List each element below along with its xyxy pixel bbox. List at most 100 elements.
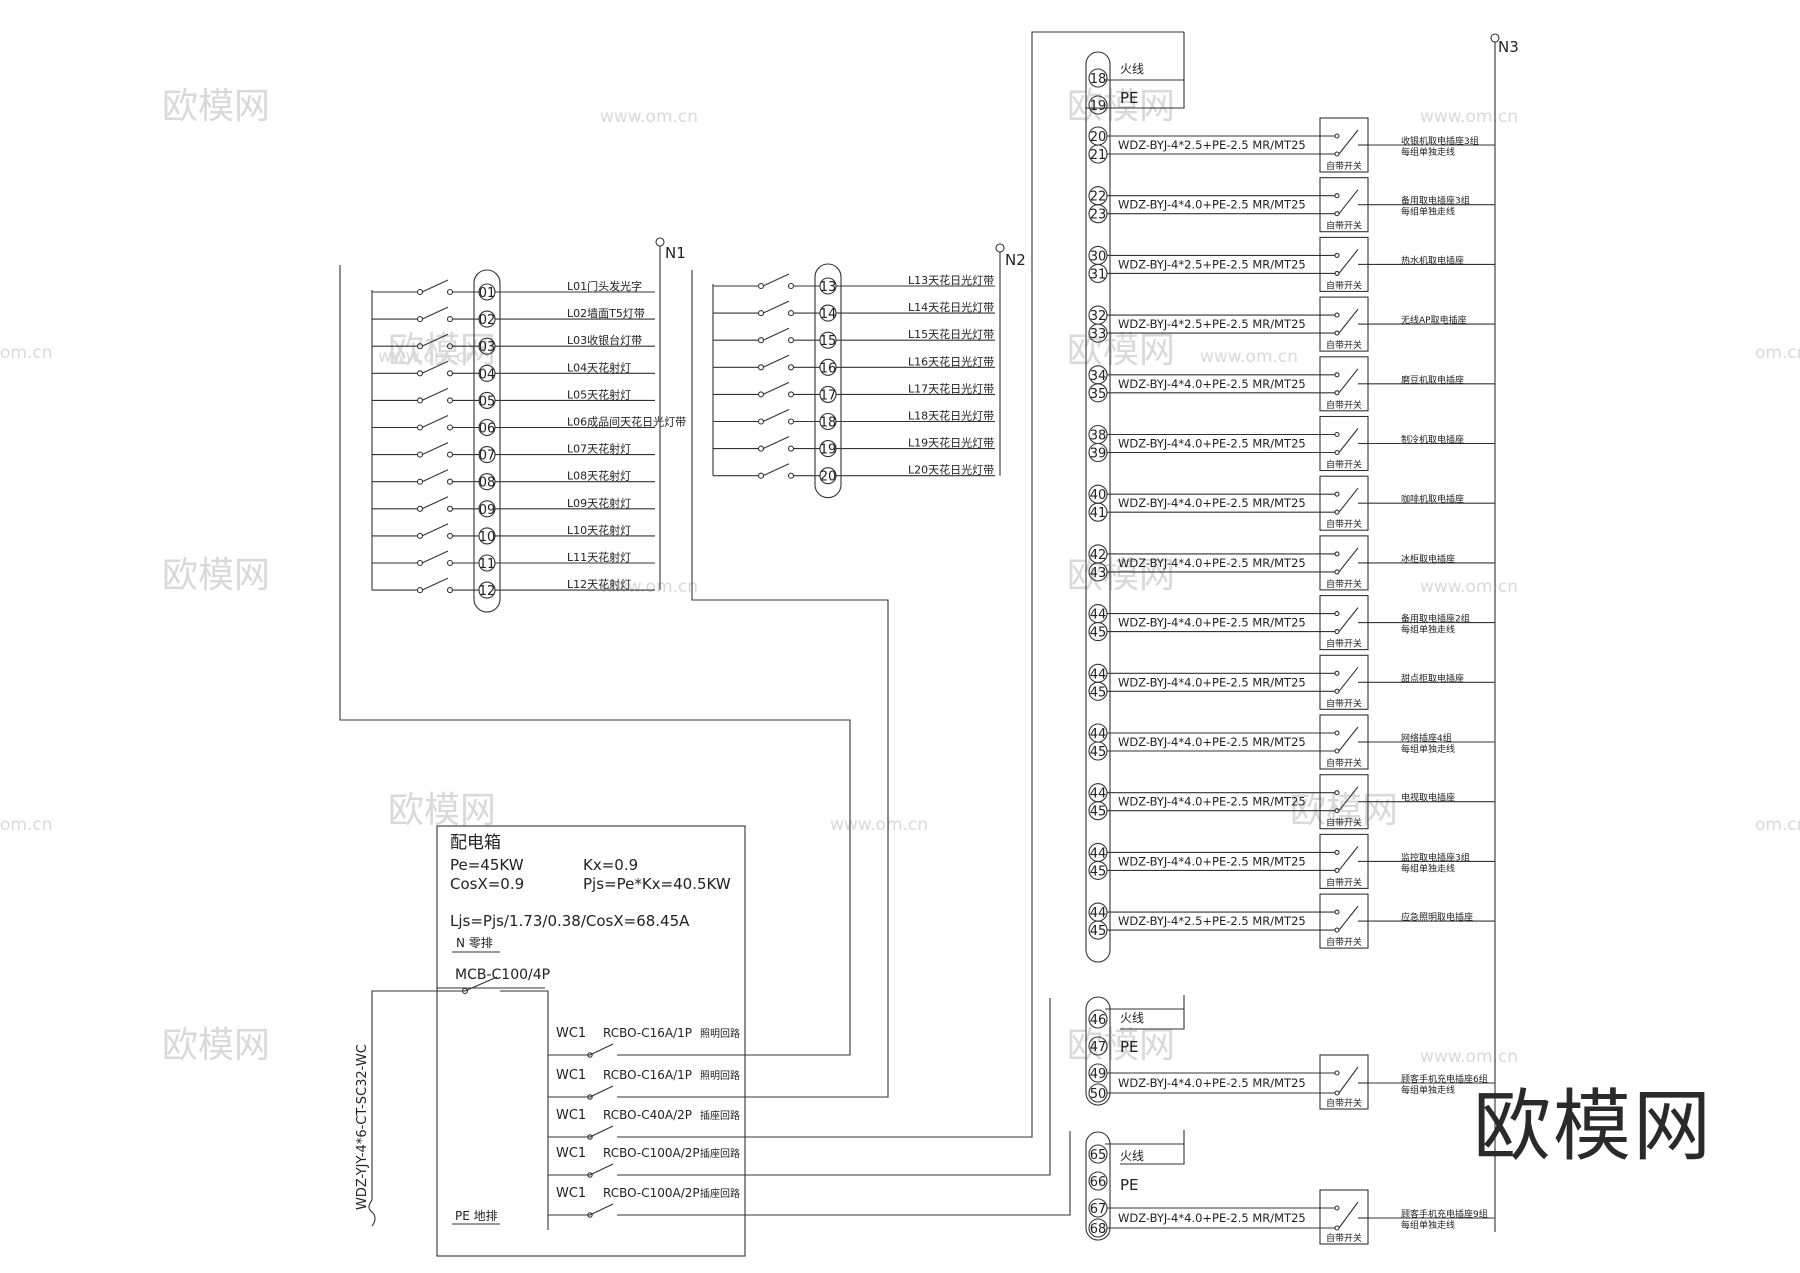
switch-label: 自带开关 [1326,1232,1362,1244]
branch-purpose: 插座回路 [700,1147,740,1160]
switch-contact [446,424,454,431]
branch-contact [587,1212,593,1218]
switch-contact [1334,133,1340,139]
switch-blade [1338,249,1359,274]
terminal-strip [814,263,842,499]
switch-label: 自带开关 [1326,697,1362,709]
load-label: 电视取电插座 [1401,792,1455,804]
branch-purpose: 插座回路 [700,1109,740,1122]
live-label-3: 火线 [1120,1149,1144,1163]
switch-contact [787,337,795,344]
terminal-number: 68 [1090,1222,1107,1237]
circuit-label: L10天花射灯 [567,523,631,537]
circuit-label: L08天花射灯 [567,469,631,483]
terminal-number: 66 [1090,1175,1107,1190]
switch-contact [1334,193,1340,199]
switch-box [1319,1054,1369,1110]
switch-contact [1334,748,1340,754]
terminal-number: 23 [1090,208,1107,223]
terminal-number: 19 [1090,99,1107,114]
switch-contact [1334,330,1340,336]
circuit-label: L04天花射灯 [567,360,631,374]
pe-bar [1120,1130,1185,1165]
watermark-logo: 欧模网 [1067,1025,1175,1066]
switch-contact [416,316,424,323]
cable-spec: WDZ-BYJ-4*4.0+PE-2.5 MR/MT25 [1118,854,1306,868]
switch-contact [1334,431,1340,438]
switch-blade [1338,607,1359,632]
cable-spec: WDZ-BYJ-4*2.5+PE-2.5 MR/MT25 [1118,914,1306,928]
switch-blade [1338,308,1359,334]
live-label-2: 火线 [1120,1011,1144,1025]
load-label: 热水机取电插座 [1401,254,1464,266]
terminal-number: 01 [479,286,496,301]
branch-id: WC1 [556,1068,586,1083]
panel-title: 配电箱 [450,833,501,853]
terminal-number: 02 [479,313,496,328]
load-note: 每组单独走线 [1401,624,1455,636]
switch-label: 自带开关 [1326,1097,1362,1109]
switch-contact [1334,730,1340,736]
switch-blade [421,577,449,591]
circuit-label: L14天花日光灯带 [908,300,994,314]
switch-contact [446,505,454,512]
pe-label: PE [1120,89,1139,107]
switch-blade [762,273,790,287]
branch-breaker: RCBO-C40A/2P [603,1108,692,1122]
branch-purpose: 照明回路 [700,1027,740,1040]
incoming-cable-label: WDZ-YJY-4*6-CT-SC32-WC [355,1044,370,1210]
switch-contact [416,424,424,431]
branch-contact [587,1094,593,1100]
switch-contact [757,418,765,425]
switch-blade [421,496,449,510]
load-label: 磨豆机取电插座 [1401,374,1464,386]
switch-blade [421,306,449,320]
cable-spec: WDZ-BYJ-4*4.0+PE-2.5 MR/MT25 [1118,616,1306,630]
terminal-number: 50 [1090,1087,1107,1102]
switch-contact [1334,390,1340,396]
switch-blade [421,387,449,401]
switch-label: 自带开关 [1326,399,1362,411]
cable-spec: WDZ-BYJ-4*4.0+PE-2.5 MR/MT25 [1118,735,1306,749]
load-label: 网络插座4组 [1401,732,1452,744]
branch-contact [587,1134,593,1140]
switch-blade [1338,129,1359,155]
switch-contact [416,288,424,296]
terminal-strip [1085,51,1111,963]
terminal-number: 06 [479,422,496,437]
switch-blade [1338,428,1359,453]
terminal-number: 35 [1090,387,1107,402]
watermark-logo: 欧模网 [1067,330,1175,371]
switch-contact [1334,688,1340,694]
brand-mark: 欧模网 [1473,1082,1713,1172]
cable-spec: WDZ-BYJ-4*4.0+PE-2.5 MR/MT25 [1118,377,1306,391]
terminal [1088,1036,1108,1056]
cable-spec: WDZ-BYJ-4*2.5+PE-2.5 MR/MT25 [1118,317,1306,331]
panel-kx: Kx=0.9 [583,856,638,874]
terminal-number: 05 [479,394,496,409]
terminal-number: 45 [1090,745,1107,760]
neutral-terminal [995,243,1005,253]
load-label: 制冷机取电插座 [1401,434,1464,446]
terminal-number: 07 [479,449,496,464]
circuit-label: L05天花射灯 [567,387,631,401]
terminal-number: 09 [479,503,496,518]
switch-label: 自带开关 [1326,638,1362,650]
switch-contact [416,559,424,567]
watermark-url: www.om.cn [830,815,928,835]
terminal-number: 03 [479,340,496,355]
switch-contact [1334,611,1340,617]
watermark-url: www.om.cn [600,577,698,597]
load-label: 收银机取电插座3组 [1401,135,1479,147]
switch-contact [1334,372,1340,378]
circuit-label: L20天花日光灯带 [908,463,994,477]
switch-contact [1334,211,1340,217]
switch-blade [1338,786,1359,812]
circuit-label: L01门头发光字 [567,279,642,293]
branch-id: WC1 [556,1146,586,1161]
watermark-url: www.om.cn [1420,107,1518,127]
switch-blade [1338,666,1359,692]
